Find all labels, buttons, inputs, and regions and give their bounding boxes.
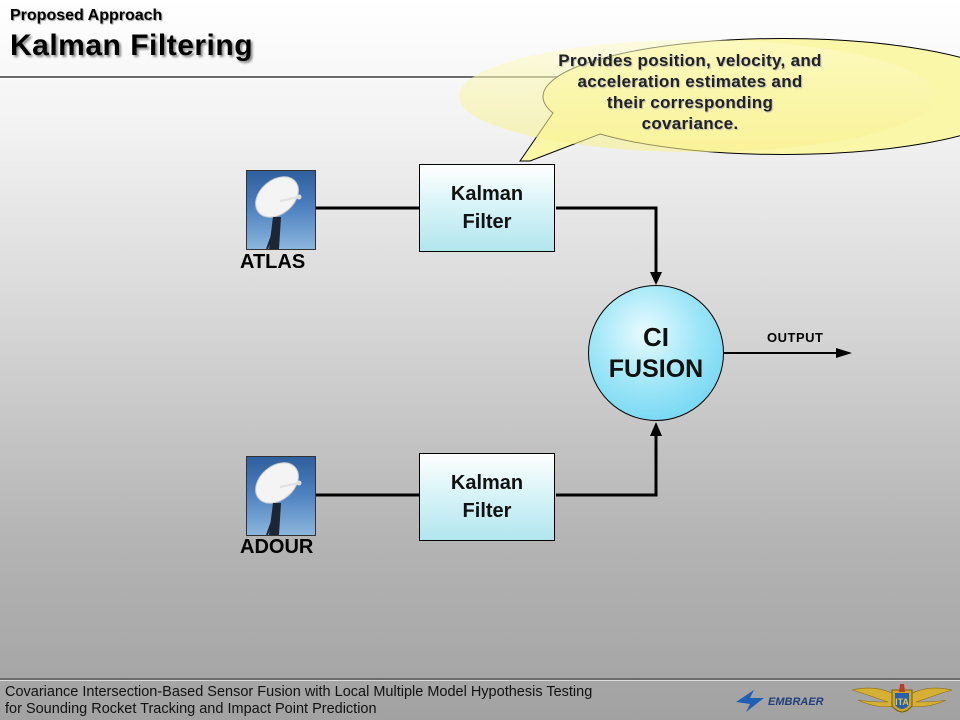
output-label: OUTPUT bbox=[767, 330, 824, 345]
footer-line: for Sounding Rocket Tracking and Impact … bbox=[5, 701, 377, 717]
footer-divider bbox=[0, 678, 960, 681]
bottom-arrowhead bbox=[650, 422, 662, 436]
output-arrowhead bbox=[836, 348, 852, 358]
callout-line: covariance. bbox=[641, 114, 739, 133]
sensor-label-atlas: ATLAS bbox=[240, 251, 306, 273]
footer-text: Covariance Intersection-Based Sensor Fus… bbox=[5, 684, 592, 718]
kalman-filter-box-top: Kalman Filter bbox=[419, 164, 555, 252]
filter-label-line: Kalman bbox=[450, 183, 524, 205]
embraer-logo-icon: EMBRAER bbox=[734, 684, 842, 716]
fusion-label-line: FUSION bbox=[608, 355, 704, 383]
kalman-filter-box-bottom: Kalman Filter bbox=[419, 453, 555, 541]
bottom-filter-to-fusion-arrow bbox=[556, 436, 658, 497]
slide-title: Kalman Filtering bbox=[10, 29, 254, 62]
filter-label-line: Kalman bbox=[450, 472, 524, 494]
radar-dish-icon bbox=[246, 456, 316, 536]
ita-logo-text: ITA bbox=[895, 697, 909, 707]
top-filter-to-fusion-arrow bbox=[556, 206, 658, 272]
callout-shading bbox=[459, 40, 935, 152]
slide-subtitle: Proposed Approach bbox=[10, 7, 163, 24]
fusion-label-line: CI bbox=[643, 322, 669, 352]
callout-text: Provides position, velocity, and acceler… bbox=[510, 50, 870, 134]
radar-dish-icon bbox=[246, 170, 316, 250]
filter-label-line: Filter bbox=[462, 211, 512, 233]
sensor-label-adour: ADOUR bbox=[240, 536, 314, 558]
filter-label-line: Filter bbox=[462, 500, 512, 522]
footer-line: Covariance Intersection-Based Sensor Fus… bbox=[5, 684, 593, 700]
title-divider bbox=[0, 76, 560, 79]
callout-line: their corresponding bbox=[606, 93, 774, 112]
ci-fusion-node: CI FUSION bbox=[588, 285, 724, 421]
ita-wings-logo-icon: ITA bbox=[850, 680, 954, 720]
top-arrowhead bbox=[650, 272, 662, 285]
callout-line: Provides position, velocity, and bbox=[558, 51, 822, 70]
embraer-logo-text: EMBRAER bbox=[768, 696, 824, 708]
callout-line: acceleration estimates and bbox=[577, 72, 803, 91]
